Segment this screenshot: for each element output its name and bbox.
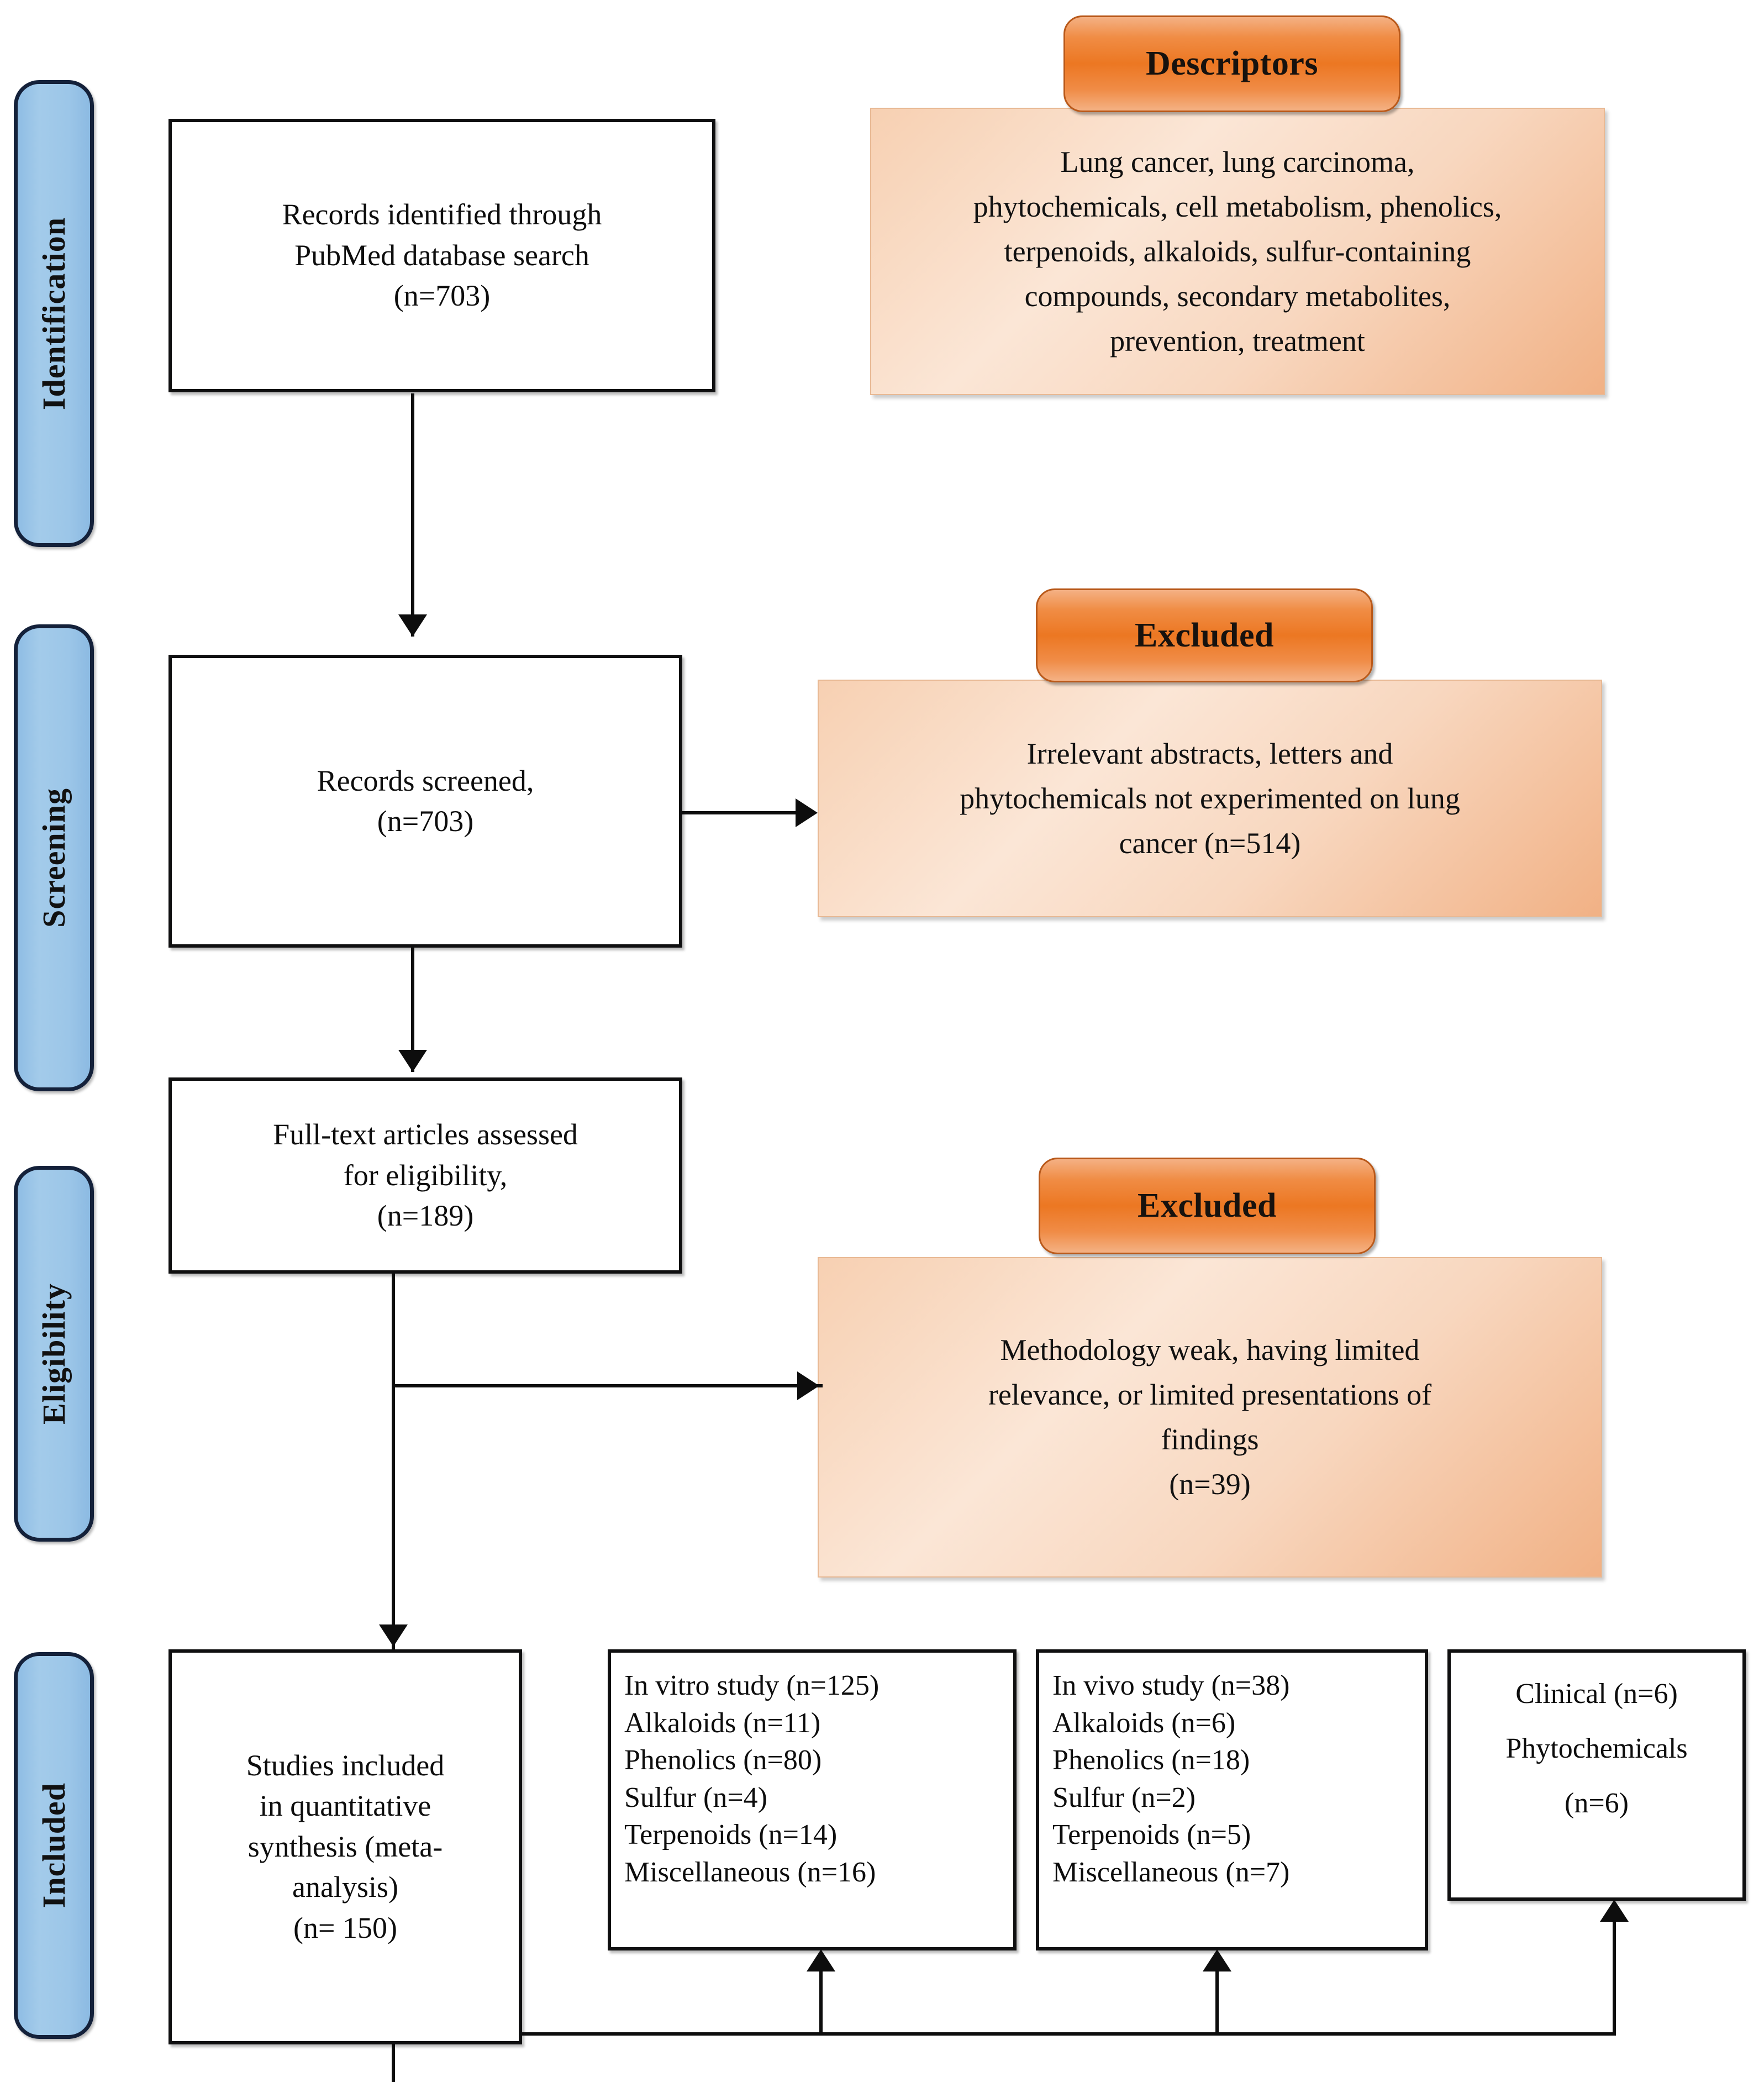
arrowhead-eligibility-to-included xyxy=(379,1624,408,1647)
box-records-identified: Records identified through PubMed databa… xyxy=(168,119,715,392)
connector-screening-to-eligibility xyxy=(411,948,414,1072)
callout-descriptors-body: Lung cancer, lung carcinoma, phytochemic… xyxy=(870,108,1605,395)
callout-descriptors-head-text: Descriptors xyxy=(1146,45,1318,82)
stage-label-identification: Identification xyxy=(36,217,72,411)
callout-excluded-eligibility-body-text: Methodology weak, having limited relevan… xyxy=(988,1333,1432,1501)
arrowhead-screening-to-excluded xyxy=(796,798,818,827)
box-in-vivo-study-text: In vivo study (n=38) Alkaloids (n=6) Phe… xyxy=(1052,1670,1290,1888)
arrowhead-bus-to-clinical xyxy=(1600,1900,1629,1922)
stage-label-screening: Screening xyxy=(36,788,72,928)
box-records-screened-text: Records screened, (n=703) xyxy=(317,764,534,838)
callout-excluded-eligibility-head-text: Excluded xyxy=(1137,1187,1277,1224)
arrowhead-screening-to-eligibility xyxy=(398,1050,427,1072)
connector-included-bus xyxy=(522,2032,1616,2036)
box-studies-included: Studies included in quantitative synthes… xyxy=(168,1649,522,2044)
box-clinical-study-text: Clinical (n=6) Phytochemicals (n=6) xyxy=(1505,1678,1688,1819)
callout-excluded-screening-body: Irrelevant abstracts, letters and phytoc… xyxy=(818,680,1602,917)
connector-screening-to-excluded xyxy=(682,811,796,814)
stage-pill-screening: Screening xyxy=(14,624,94,1091)
arrowhead-eligibility-to-excluded xyxy=(797,1371,819,1400)
box-full-text-assessed: Full-text articles assessed for eligibil… xyxy=(168,1077,682,1274)
connector-bus-to-in-vitro xyxy=(819,1967,823,2034)
callout-excluded-eligibility-body: Methodology weak, having limited relevan… xyxy=(818,1257,1602,1578)
callout-descriptors-head: Descriptors xyxy=(1063,15,1400,112)
callout-excluded-eligibility-head: Excluded xyxy=(1039,1158,1376,1254)
box-in-vitro-study-text: In vitro study (n=125) Alkaloids (n=11) … xyxy=(624,1670,880,1888)
box-clinical-study: Clinical (n=6) Phytochemicals (n=6) xyxy=(1447,1649,1746,1901)
arrowhead-identification-to-screening xyxy=(398,614,427,637)
stage-pill-identification: Identification xyxy=(14,80,94,547)
box-in-vitro-study: In vitro study (n=125) Alkaloids (n=11) … xyxy=(608,1649,1017,1950)
callout-descriptors-body-text: Lung cancer, lung carcinoma, phytochemic… xyxy=(973,145,1502,357)
box-in-vivo-study: In vivo study (n=38) Alkaloids (n=6) Phe… xyxy=(1036,1649,1428,1950)
stage-label-included: Included xyxy=(36,1783,72,1909)
callout-excluded-screening-head-text: Excluded xyxy=(1134,616,1275,654)
callout-excluded-screening-head: Excluded xyxy=(1036,588,1373,682)
stage-pill-eligibility: Eligibility xyxy=(14,1166,94,1542)
box-full-text-assessed-text: Full-text articles assessed for eligibil… xyxy=(273,1118,578,1233)
box-studies-included-text: Studies included in quantitative synthes… xyxy=(246,1748,445,1944)
box-records-screened: Records screened, (n=703) xyxy=(168,655,682,948)
connector-bus-to-in-vivo xyxy=(1215,1967,1219,2034)
connector-bus-to-clinical xyxy=(1613,1917,1616,2034)
connector-identification-to-screening xyxy=(411,393,414,637)
connector-eligibility-to-excluded xyxy=(392,1384,823,1387)
stage-pill-included: Included xyxy=(14,1652,94,2039)
stage-label-eligibility: Eligibility xyxy=(36,1283,72,1424)
box-records-identified-text: Records identified through PubMed databa… xyxy=(282,198,602,313)
callout-excluded-screening-body-text: Irrelevant abstracts, letters and phytoc… xyxy=(960,737,1460,860)
arrowhead-bus-to-in-vivo xyxy=(1203,1949,1231,1971)
arrowhead-bus-to-in-vitro xyxy=(807,1949,835,1971)
